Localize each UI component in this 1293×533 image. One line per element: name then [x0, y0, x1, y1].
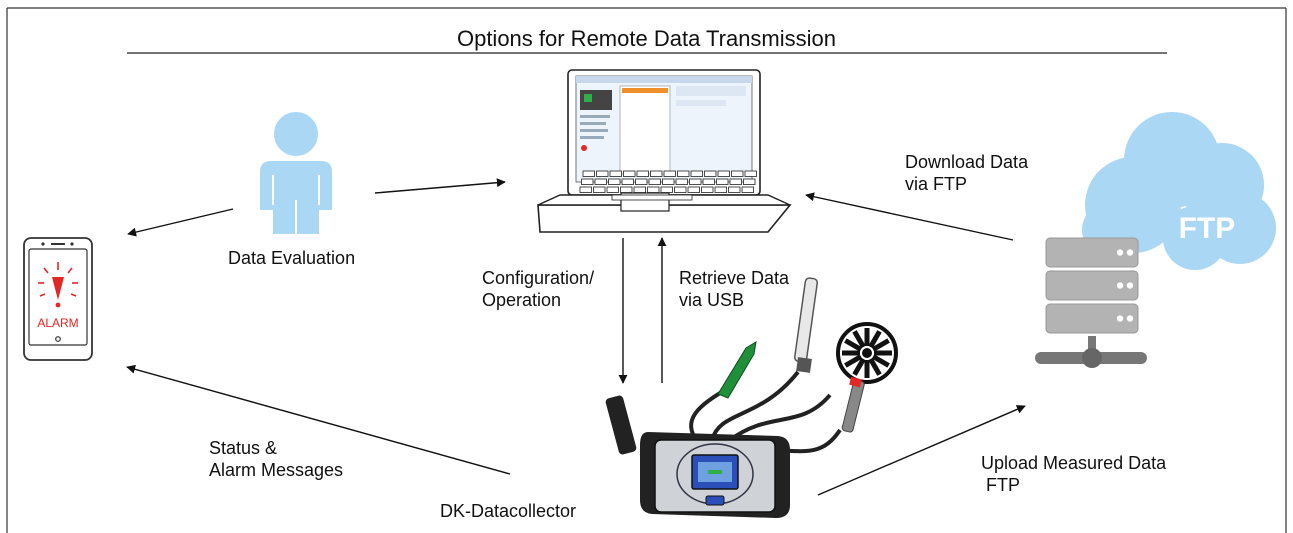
laptop-key	[743, 178, 756, 185]
laptop-key	[717, 170, 730, 177]
laptop-key	[581, 178, 594, 185]
label-device: DK-Datacollector	[440, 501, 577, 521]
server-unit	[1045, 270, 1139, 301]
arrow-upload-ftp	[817, 405, 1026, 496]
laptop-key	[674, 186, 687, 193]
anemometer-blade	[868, 357, 882, 376]
laptop-key	[579, 186, 592, 193]
laptop-icon	[537, 69, 792, 233]
label-data-evaluation: Data Evaluation	[228, 248, 356, 268]
alarm-text: ALARM	[37, 316, 78, 330]
arrow-person-to-laptop	[374, 178, 506, 194]
anemometer-blade	[844, 354, 863, 368]
server-led	[1126, 249, 1134, 256]
anemometer-blade	[844, 338, 863, 352]
server-icon	[1035, 237, 1147, 368]
laptop-key	[593, 186, 606, 193]
smartphone-icon	[23, 237, 93, 361]
laptop-key	[741, 186, 754, 193]
server-led	[1116, 249, 1124, 256]
anemometer-blade	[868, 330, 882, 349]
datacollector-icon	[605, 277, 898, 518]
laptop-key	[647, 186, 660, 193]
laptop-key	[689, 178, 702, 185]
laptop-key	[701, 186, 714, 193]
server-led	[1126, 315, 1134, 322]
server-unit	[1045, 237, 1139, 268]
laptop-key	[596, 170, 609, 177]
laptop-key	[620, 186, 633, 193]
laptop-key	[687, 186, 700, 193]
laptop-key	[731, 170, 744, 177]
diagram-title: Options for Remote Data Transmission	[456, 26, 837, 51]
laptop-key	[621, 178, 634, 185]
server-led	[1116, 315, 1124, 322]
label-download-ftp: Download Data via FTP	[905, 152, 1029, 194]
arrow-person-to-phone	[127, 208, 234, 237]
laptop-key	[729, 178, 742, 185]
laptop-key	[716, 178, 729, 185]
arrow-status-alarm	[126, 364, 511, 475]
frame	[6, 7, 1287, 533]
laptop-key	[677, 170, 690, 177]
label-configuration: Configuration/ Operation	[482, 268, 595, 310]
laptop-key	[636, 170, 649, 177]
server-unit	[1045, 303, 1139, 334]
laptop-spacebar	[611, 194, 693, 201]
laptop-key	[582, 170, 595, 177]
laptop-key	[635, 178, 648, 185]
cloud-label: FTP	[1179, 212, 1236, 245]
laptop-key	[704, 170, 717, 177]
laptop-key	[702, 178, 715, 185]
laptop-key	[609, 170, 622, 177]
laptop-keyboard	[579, 170, 757, 201]
laptop-key	[648, 178, 661, 185]
laptop-key	[623, 170, 636, 177]
anemometer-blade	[871, 338, 890, 352]
anemometer-blade	[852, 330, 866, 349]
server-led	[1116, 282, 1124, 289]
arrows	[126, 178, 1026, 496]
cloud-icon	[1082, 112, 1276, 270]
anemometer-blade	[871, 354, 890, 368]
laptop-key	[594, 178, 607, 185]
laptop-key	[633, 186, 646, 193]
laptop-key	[744, 170, 757, 177]
laptop-key	[606, 186, 619, 193]
laptop-key	[690, 170, 703, 177]
laptop-key	[660, 186, 673, 193]
arrow-download-ftp	[805, 192, 1014, 241]
laptop-key	[675, 178, 688, 185]
laptop-key	[662, 178, 675, 185]
laptop-key	[608, 178, 621, 185]
person-icon	[260, 112, 332, 234]
label-retrieve-data: Retrieve Data via USB	[679, 268, 790, 310]
label-status-alarm: Status & Alarm Messages	[209, 438, 344, 480]
laptop-key	[663, 170, 676, 177]
alarm-icon	[38, 262, 78, 308]
label-upload-ftp: Upload Measured Data FTP	[981, 453, 1167, 495]
laptop-key	[728, 186, 741, 193]
anemometer-blade	[852, 357, 866, 376]
laptop-key	[714, 186, 727, 193]
server-led	[1126, 282, 1134, 289]
laptop-key	[650, 170, 663, 177]
